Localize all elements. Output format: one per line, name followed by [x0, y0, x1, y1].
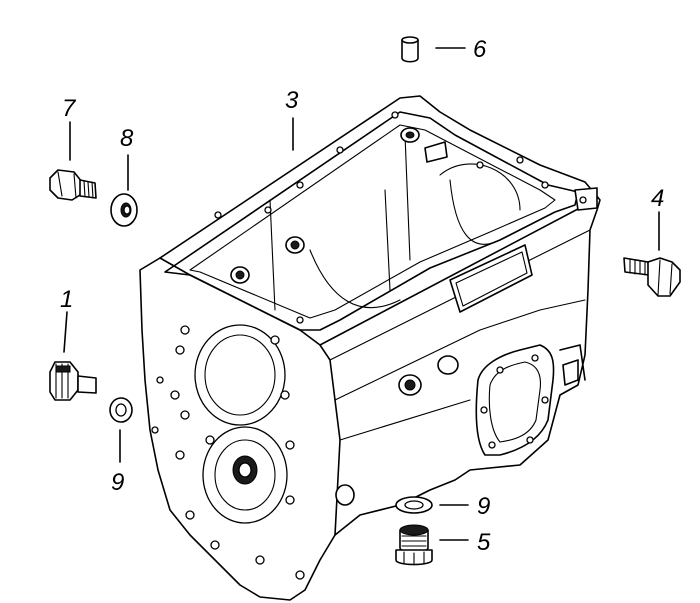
callout-9-left: 9 — [111, 469, 124, 496]
part-8-washer — [110, 193, 138, 227]
gearbox-housing — [139, 95, 601, 601]
part-4-bolt — [623, 257, 681, 297]
part-7-bolt — [49, 169, 97, 201]
callout-9-bottom: 9 — [477, 493, 490, 520]
callout-labels: 6 3 7 8 4 1 9 9 5 — [60, 36, 664, 556]
callout-8: 8 — [120, 125, 134, 152]
callout-5: 6 — [473, 36, 487, 63]
callout-3: 3 — [285, 87, 299, 114]
leader-1 — [63, 311, 68, 353]
callout-1: 1 — [60, 286, 73, 313]
part-6-drain-plug — [395, 524, 433, 566]
callout-4: 4 — [651, 185, 664, 212]
part-9-washer-bottom — [395, 496, 433, 514]
leader-lines — [63, 47, 660, 541]
callout-7: 7 — [62, 95, 77, 122]
part-1-plug — [49, 361, 97, 401]
part-5-pin — [401, 36, 419, 63]
part-9-washer-left — [109, 397, 133, 423]
callout-6: 5 — [477, 529, 491, 556]
